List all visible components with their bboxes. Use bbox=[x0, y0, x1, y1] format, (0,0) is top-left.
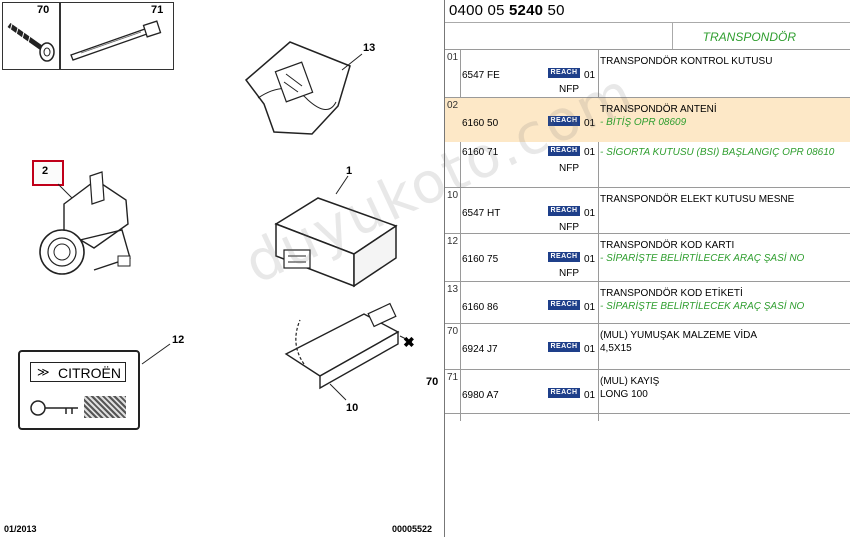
panel-divider bbox=[444, 0, 445, 537]
row-index: 01 bbox=[447, 52, 459, 63]
part-description: (MUL) YUMUŞAK MALZEME VİDA bbox=[600, 330, 758, 341]
code-label-illustration[interactable] bbox=[228, 28, 368, 138]
nfp-label: NFP bbox=[559, 84, 579, 95]
citroen-logo: ≫ CITROËN bbox=[30, 362, 126, 382]
row-index: 02 bbox=[447, 100, 459, 111]
catalog-reference: 0400 05 5240 50 bbox=[449, 2, 565, 19]
thumb-label-71: 71 bbox=[151, 4, 164, 16]
footer-plate-number: 00005522 bbox=[392, 524, 433, 534]
callout-12: 12 bbox=[172, 334, 185, 346]
callout-10: 10 bbox=[346, 402, 359, 414]
chevron-icon: ≫ bbox=[37, 365, 50, 379]
code-card[interactable]: ≫ CITROËN bbox=[18, 350, 140, 430]
nfp-label: NFP bbox=[559, 163, 579, 174]
cable-tie-icon bbox=[70, 20, 162, 61]
row-index: 10 bbox=[447, 190, 459, 201]
part-description: TRANSPONDÖR ANTENİ bbox=[600, 104, 717, 115]
header-separator bbox=[445, 22, 672, 23]
card-brand-text: CITROËN bbox=[58, 365, 121, 381]
callout-2: 2 bbox=[42, 165, 49, 177]
thumb-label-70: 70 bbox=[37, 4, 50, 16]
part-description: (MUL) KAYIŞ bbox=[600, 376, 660, 387]
code-pattern bbox=[84, 396, 126, 418]
catalog-ref-suffix: 50 bbox=[547, 2, 565, 19]
quantity: 01 bbox=[584, 208, 596, 219]
parts-diagram: 70 71 13 2 bbox=[2, 2, 439, 534]
catalog-ref-prefix: 0400 05 bbox=[449, 2, 505, 19]
callout-1: 1 bbox=[346, 165, 353, 177]
part-description: TRANSPONDÖR ELEKT KUTUSU MESNE bbox=[600, 194, 795, 205]
part-note: - SİPARİŞTE BELİRTİLECEK ARAÇ ŞASİ NO bbox=[600, 301, 805, 312]
part-number[interactable]: 6160 75 bbox=[462, 254, 499, 265]
footer-date: 01/2013 bbox=[4, 524, 37, 534]
reach-badge: REACH bbox=[548, 68, 580, 78]
row-index: 13 bbox=[447, 284, 459, 295]
thumb-cable-tie-71[interactable]: 71 bbox=[60, 2, 174, 70]
part-number[interactable]: 6980 A7 bbox=[462, 390, 499, 401]
screw-icon bbox=[7, 22, 55, 62]
catalog-ref-bold: 5240 bbox=[509, 2, 544, 19]
part-number[interactable]: 6547 FE bbox=[462, 70, 500, 81]
quantity: 01 bbox=[584, 254, 596, 265]
part-number[interactable]: 6160 71 bbox=[462, 147, 499, 158]
part-description: TRANSPONDÖR KOD KARTI bbox=[600, 240, 735, 251]
quantity: 01 bbox=[584, 147, 596, 158]
bracket-illustration[interactable] bbox=[280, 296, 430, 406]
part-spec: LONG 100 bbox=[600, 389, 648, 400]
thumb-screw-70[interactable]: 70 bbox=[2, 2, 60, 70]
row-index: 71 bbox=[447, 372, 459, 383]
row-index: 12 bbox=[447, 236, 459, 247]
reach-badge: REACH bbox=[548, 342, 580, 352]
quantity: 01 bbox=[584, 118, 596, 129]
quantity: 01 bbox=[584, 70, 596, 81]
reach-badge: REACH bbox=[548, 206, 580, 216]
callout-13: 13 bbox=[363, 42, 376, 54]
reach-badge: REACH bbox=[548, 146, 580, 156]
part-description: TRANSPONDÖR KOD ETİKETİ bbox=[600, 288, 743, 299]
part-note: - SİPARİŞTE BELİRTİLECEK ARAÇ ŞASİ NO bbox=[600, 253, 805, 264]
quantity: 01 bbox=[584, 344, 596, 355]
part-description: TRANSPONDÖR KONTROL KUTUSU bbox=[600, 56, 773, 67]
reach-badge: REACH bbox=[548, 116, 580, 126]
section-header: TRANSPONDÖR bbox=[672, 22, 850, 49]
quantity: 01 bbox=[584, 390, 596, 401]
transponder-antenna-illustration[interactable] bbox=[34, 170, 144, 280]
control-unit-illustration[interactable] bbox=[270, 168, 400, 288]
part-number[interactable]: 6160 50 bbox=[462, 118, 499, 129]
part-number[interactable]: 6924 J7 bbox=[462, 344, 498, 355]
part-number[interactable]: 6547 HT bbox=[462, 208, 501, 219]
callout-2-box[interactable] bbox=[32, 160, 64, 186]
table-bottom-line bbox=[445, 413, 850, 414]
nfp-label: NFP bbox=[559, 268, 579, 279]
callout-70: 70 bbox=[426, 376, 439, 388]
row-index: 70 bbox=[447, 326, 459, 337]
nfp-label: NFP bbox=[559, 222, 579, 233]
reach-badge: REACH bbox=[548, 388, 580, 398]
part-note: - SİGORTA KUTUSU (BSI) BAŞLANGIÇ OPR 086… bbox=[600, 147, 835, 158]
callout-12-leader bbox=[141, 343, 171, 365]
key-icon bbox=[30, 400, 78, 416]
part-spec: 4,5X15 bbox=[600, 343, 632, 354]
reach-badge: REACH bbox=[548, 252, 580, 262]
column-line bbox=[598, 49, 599, 421]
part-number[interactable]: 6160 86 bbox=[462, 302, 499, 313]
part-note: - BİTİŞ OPR 08609 bbox=[600, 117, 687, 128]
fastener-cross-icon: ✖ bbox=[403, 334, 415, 350]
column-line bbox=[460, 49, 461, 421]
quantity: 01 bbox=[584, 302, 596, 313]
section-title: TRANSPONDÖR bbox=[702, 30, 796, 44]
reach-badge: REACH bbox=[548, 300, 580, 310]
